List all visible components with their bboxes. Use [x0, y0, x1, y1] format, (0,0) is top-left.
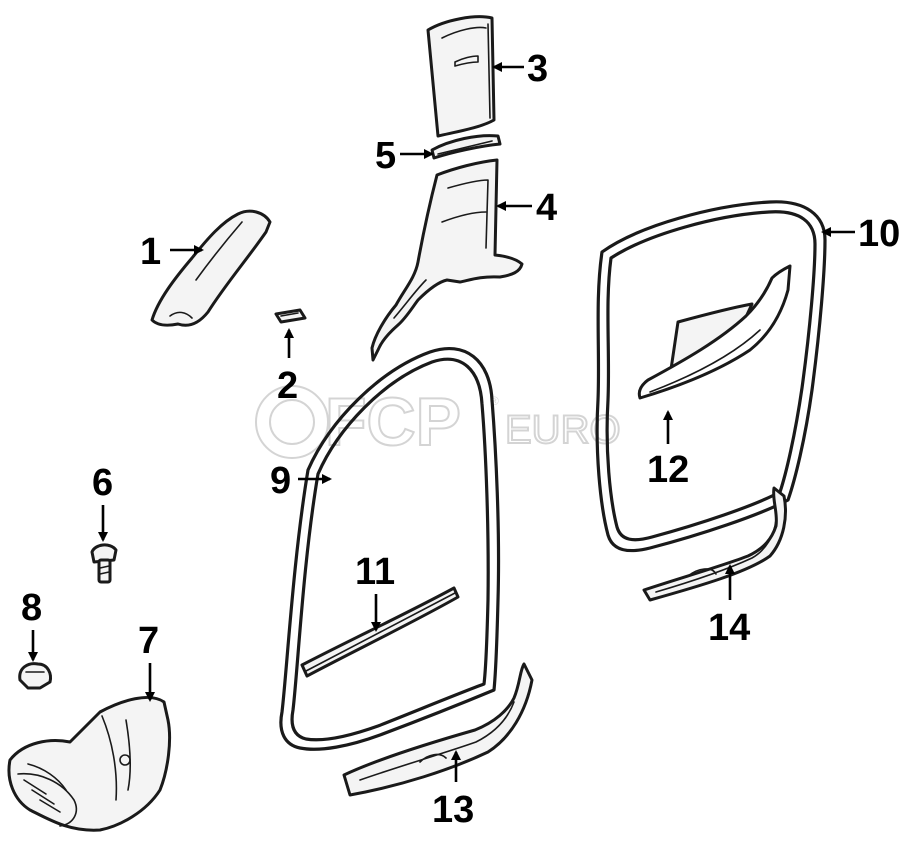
- part-9-front-seal: [279, 346, 501, 751]
- part-11-front-strip: [300, 586, 460, 678]
- callout-9: 9: [270, 460, 291, 502]
- part-4-pillar-lower: [370, 158, 524, 362]
- callout-labels: 1 2 3 4 5 6 7 8 9 10 11 12 13 14: [21, 48, 900, 831]
- callout-10: 10: [858, 213, 900, 255]
- callout-8: 8: [21, 587, 42, 629]
- callout-1: 1: [140, 231, 161, 273]
- callout-7: 7: [138, 620, 159, 662]
- callout-14: 14: [708, 607, 750, 649]
- part-8-clip: [18, 662, 52, 690]
- part-3-pillar-upper: [426, 15, 496, 138]
- callout-11: 11: [355, 551, 395, 593]
- callout-13: 13: [432, 789, 474, 831]
- part-2-clip: [274, 308, 307, 324]
- part-13-front-sill: [342, 662, 534, 797]
- part-12-rear-trim: [637, 264, 792, 400]
- part-7-kick-panel: [7, 695, 172, 832]
- callout-6: 6: [92, 462, 113, 504]
- watermark-logo-icon: [255, 385, 329, 459]
- callout-12: 12: [647, 449, 689, 491]
- part-5-clip: [430, 134, 502, 160]
- watermark-brand: FCP: [325, 384, 461, 460]
- leader-arrows: [28, 62, 855, 782]
- callout-3: 3: [527, 48, 548, 90]
- part-1-a-pillar: [150, 209, 272, 327]
- watermark-mark: ®: [490, 394, 499, 408]
- callout-2: 2: [277, 365, 298, 407]
- part-6-stud: [90, 543, 118, 584]
- callout-4: 4: [536, 187, 557, 229]
- part-10-rear-seal: [595, 200, 827, 553]
- callout-5: 5: [375, 135, 396, 177]
- watermark: FCP EURO ®: [255, 383, 622, 461]
- part-14-rear-sill: [642, 486, 787, 602]
- watermark-suffix: EURO: [505, 408, 621, 452]
